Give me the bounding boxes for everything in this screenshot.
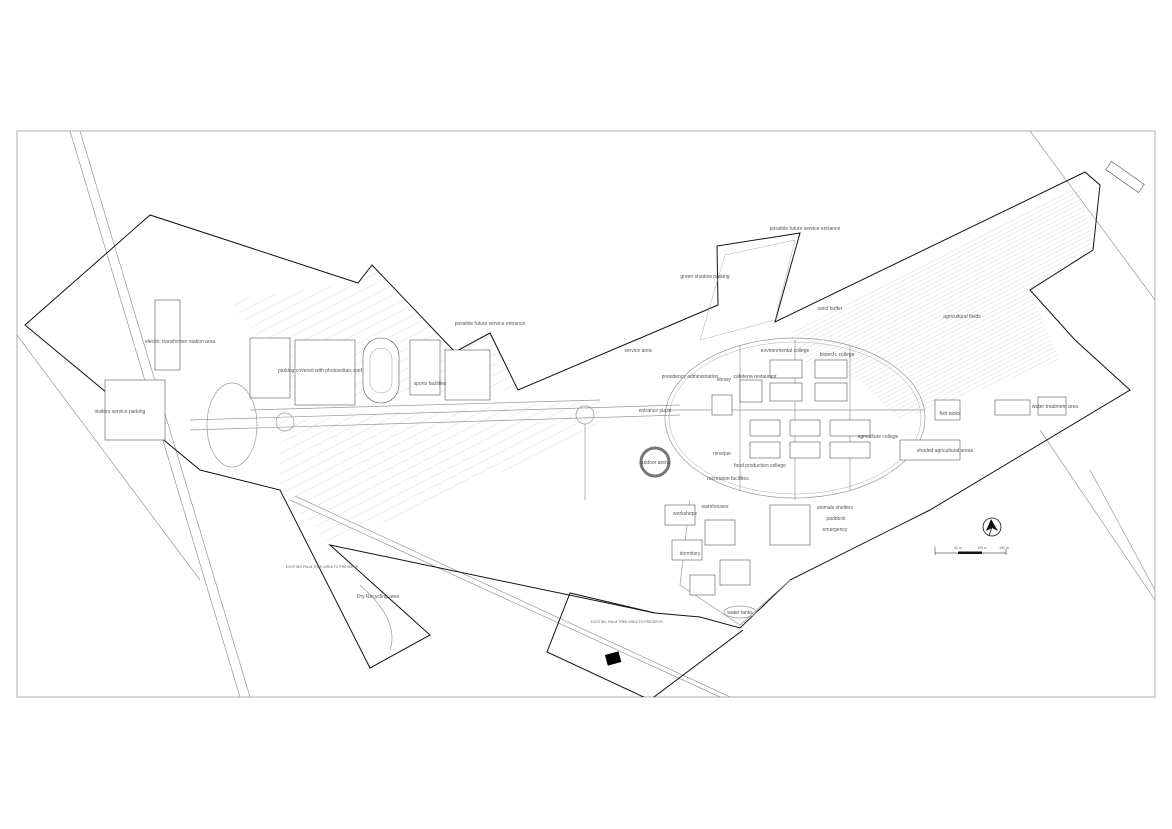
label-shaded-agricultural: shaded agricultural areas — [917, 448, 974, 454]
highway — [17, 131, 1155, 697]
label-mosque: mosque — [713, 451, 731, 457]
label-animals-shelters: animals shelters — [817, 505, 854, 511]
label-recreation-facilities: recreation facilities — [707, 476, 749, 482]
label-warehouses: warehouses — [702, 504, 729, 510]
label-entrance-plaza: entrance plaza — [639, 408, 672, 414]
label-workshops: workshops — [673, 511, 697, 517]
label-agriculture-college: agriculture college — [858, 434, 899, 440]
label-paddock: paddock — [827, 516, 846, 522]
labels: possible future service entrance possibl… — [95, 226, 1079, 624]
label-emergency: emergency — [823, 527, 848, 533]
label-dry-recycling: Dry Recycling area — [357, 594, 399, 600]
dry-recycling-area — [359, 584, 393, 651]
drawing-frame — [16, 130, 1156, 698]
label-visitor-parking: visitors service parking — [95, 409, 146, 415]
label-presidency: presidency administration — [662, 374, 719, 380]
label-pv-parking: parking covered with photovoltaic roof — [278, 368, 363, 374]
label-future-entrance-west: possible future service entrance — [455, 321, 526, 327]
site-boundary — [24, 171, 1131, 669]
label-food-production-college: food production college — [734, 463, 786, 469]
label-water-tanks: water tanks — [727, 610, 753, 616]
west-facilities — [104, 299, 491, 468]
label-agricultural-fields: agricultural fields — [943, 314, 981, 320]
label-future-entrance-east: possible future service entrance — [770, 226, 841, 232]
label-biotech-college: biotech. college — [820, 352, 855, 358]
label-environmental-college: environmental college — [761, 348, 810, 354]
label-transformer: electric transformer station area — [145, 339, 216, 345]
scale-bar: 0 50 m 100 m 150 m — [934, 546, 1009, 555]
scale-tick-0: 0 — [934, 546, 936, 550]
label-sand-buffer: sand buffer — [818, 306, 843, 312]
scale-tick-50: 50 m — [954, 546, 962, 550]
north-arrow-icon — [982, 517, 1002, 537]
south-boundary — [546, 592, 744, 697]
agricultural-fields — [790, 185, 1095, 420]
label-service-area: service area — [624, 348, 651, 354]
label-fish-tanks: fish tanks — [939, 411, 961, 417]
label-sports: sports facilities — [414, 381, 447, 387]
outdoor-arena-ring — [639, 446, 671, 478]
label-palm-west: EXISTING PALM TREE AREA TO PRESERVE — [286, 565, 359, 569]
label-outdoor-arena: outdoor arena — [639, 460, 670, 466]
green-shadow-parking — [699, 239, 796, 341]
label-dormitory: dormitory — [680, 551, 701, 557]
label-cafeteria: cafeteria restaurant — [733, 374, 777, 380]
label-palm-south: EXISTING PALM TREE AREA TO PRESERVE — [591, 620, 664, 624]
scale-tick-150: 150 m — [999, 546, 1009, 550]
label-library: library — [717, 377, 731, 383]
main-boulevard — [189, 399, 681, 500]
campus — [639, 337, 1067, 626]
building-block — [604, 651, 622, 666]
label-green-shadow-parking: green shadow parking — [680, 274, 729, 280]
label-water-treatment: water treatment area — [1032, 404, 1078, 410]
hatched-reserve-west — [280, 400, 600, 545]
scale-tick-100: 100 m — [977, 546, 987, 550]
